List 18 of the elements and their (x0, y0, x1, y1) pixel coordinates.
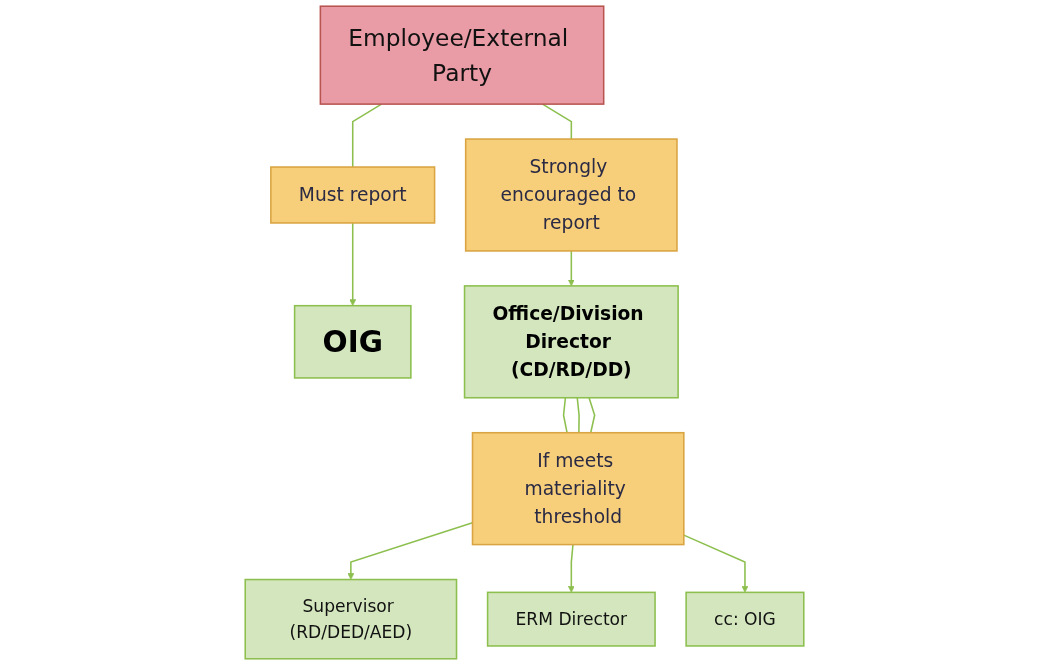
node-box: If meets materiality threshold (471, 431, 685, 546)
connector (541, 103, 573, 140)
node-box: Strongly encouraged to report (464, 138, 678, 252)
node-box: Must report (270, 166, 436, 224)
connector (588, 397, 596, 434)
node-box: cc: OIG (685, 591, 805, 647)
connector (351, 103, 383, 168)
arrow (567, 543, 575, 593)
node-box: Office/Division Director (CD/RD/DD) (463, 285, 679, 399)
arrow (683, 534, 749, 593)
connector (562, 397, 568, 434)
node-box: OIG (293, 304, 412, 379)
node-box: Supervisor (RD/DED/AED) (244, 578, 458, 660)
arrow (349, 222, 357, 306)
node-box: ERM Director (486, 591, 656, 647)
arrow (567, 250, 575, 287)
node-box: Employee/External Party (319, 5, 605, 105)
connector (576, 397, 580, 434)
